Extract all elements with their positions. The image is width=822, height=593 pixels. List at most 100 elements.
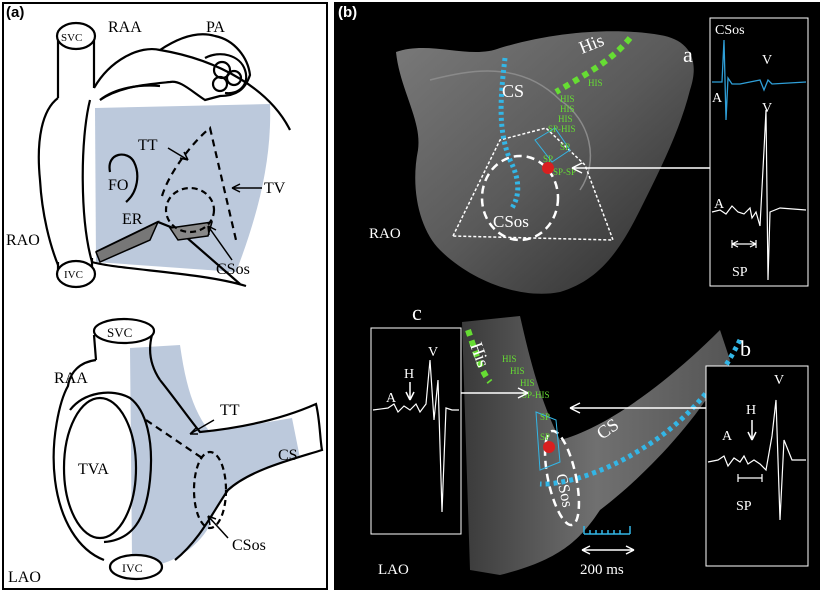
rao-csos-arrow	[207, 225, 233, 261]
rao-point-label: SP-SP	[553, 167, 576, 177]
lao-raa-shape	[52, 358, 105, 562]
rao-point-label: SP-HIS	[548, 124, 576, 134]
lao-ivc-label: IVC	[122, 561, 143, 575]
lao-point-labels: HIS HIS HIS SP-HIS SP SP	[502, 354, 550, 442]
lao-csos-dashed-outline	[543, 429, 581, 527]
rao-tt-arrow	[167, 147, 189, 161]
rao-heart-fold	[429, 70, 592, 191]
lao-tt-arrow	[189, 419, 215, 435]
rao-pa-ring-3	[211, 75, 229, 93]
lao-csos-dashed	[192, 450, 228, 530]
egm-a-v-label: V	[762, 53, 772, 68]
egm-c-h-label: H	[404, 367, 414, 382]
rao-cs-label: CS	[502, 81, 524, 101]
rao-cs-catheter	[498, 57, 521, 210]
egm-box-a: CSos A V A V SP	[709, 17, 809, 287]
marker-a: a	[683, 42, 693, 67]
egm-b-a-label: A	[722, 429, 733, 444]
marker-b: b	[740, 336, 751, 361]
lao-point-label: SP	[540, 432, 550, 442]
scale-arrow	[581, 545, 635, 555]
rao-er-label: ER	[122, 211, 143, 228]
lao-text: SVC RAA TT TVA CS CSos LAO IVC	[8, 325, 298, 586]
rao-point-label: HIS	[560, 94, 575, 104]
egm-b-sp-bracket	[737, 474, 763, 482]
rao-csos-dashed-outline	[480, 154, 560, 242]
rao-pa-label: PA	[206, 19, 225, 36]
lao-ablation-point	[543, 441, 555, 453]
rao-text: SVC RAA PA TT FO TV ER CSos RAO IVC	[6, 19, 286, 281]
lao-cs-label: CS	[278, 447, 298, 464]
lao-tt-label: TT	[220, 402, 240, 419]
scale-ticks	[583, 526, 631, 535]
lao-blue-contour	[535, 411, 561, 471]
panel-b-label: (b)	[338, 4, 358, 21]
rao-ivc-ellipse	[55, 259, 97, 289]
egm-c-a-label: A	[386, 391, 397, 406]
lao-blue-region	[130, 345, 300, 564]
rao-er-shading	[95, 220, 160, 263]
rao-raa-label: RAA	[108, 19, 142, 36]
lao-point-label: HIS	[520, 378, 535, 388]
egm-box-b: A H V SP	[705, 365, 809, 567]
rao-tt-label: TT	[138, 137, 158, 154]
egm-b-h-arrow	[747, 420, 757, 441]
lao-pointer-arrow-b	[569, 402, 706, 414]
rao-point-label: SP	[543, 154, 553, 164]
rao-right-contour	[99, 48, 291, 131]
rao-tv-label: TV	[264, 180, 286, 197]
lao-csos-map-label: CSos	[552, 472, 576, 509]
rao-point-label: HIS	[588, 78, 603, 88]
rao-diagram	[37, 21, 291, 289]
lao-raa-label: RAA	[54, 370, 88, 387]
lao-his-catheter	[465, 329, 493, 384]
egm-c-h-arrow	[405, 382, 415, 401]
egm-a-a-label: A	[712, 91, 723, 106]
rao-pointer-arrow	[571, 162, 712, 174]
egm-box-c: A H V	[370, 327, 462, 535]
rao-raa-shape	[93, 33, 252, 102]
rao-his-catheter	[554, 36, 633, 95]
egm-a-sp-bracket	[731, 240, 757, 248]
lao-point-label: SP-HIS	[522, 390, 550, 400]
rao-ablation-point	[542, 162, 554, 174]
rao-pa-shape	[204, 53, 248, 95]
lao-point-label: HIS	[502, 354, 517, 364]
egm-b-sp-label: SP	[736, 499, 752, 514]
lao-tva-label: TVA	[78, 461, 109, 478]
rao-svc-vessel	[56, 38, 96, 98]
lao-3d-map	[462, 316, 743, 575]
rao-point-label: HIS	[558, 114, 573, 124]
lao-svc-vessel	[92, 334, 161, 381]
lao-csos-label: CSos	[232, 537, 266, 554]
lao-pointer-arrow-c	[460, 387, 529, 399]
rao-ivc-label: IVC	[64, 269, 83, 281]
egm-b-h-label: H	[746, 403, 756, 418]
marker-c: c	[412, 300, 422, 325]
egm-b-trace	[707, 399, 806, 521]
lao-body-outline	[159, 379, 324, 561]
egm-a-trace-sp	[711, 109, 807, 281]
egm-a-v2-label: V	[762, 101, 772, 116]
egm-a-title: CSos	[715, 23, 745, 38]
rao-csos-label: CSos	[216, 261, 250, 278]
lao-heart-surface	[462, 316, 730, 575]
lao-tva-ellipse	[62, 396, 138, 540]
rao-csos-dashed	[164, 186, 216, 234]
rao-point-label: HIS	[560, 104, 575, 114]
egm-c-v-label: V	[428, 345, 438, 360]
lao-ivc-ellipse	[108, 553, 164, 581]
egm-a-a2-label: A	[714, 197, 725, 212]
rao-3d-map	[396, 31, 694, 294]
rao-fo-label: FO	[108, 177, 128, 194]
rao-view-map-label: RAO	[369, 226, 401, 242]
egm-b-v-label: V	[774, 373, 784, 388]
lao-svc-label: SVC	[107, 325, 132, 340]
rao-tt-dashed	[160, 126, 238, 241]
rao-blue-contour	[534, 127, 571, 163]
scale-bar: 200 ms	[580, 526, 635, 578]
rao-atrium-outline	[37, 97, 94, 266]
rao-point-labels: HIS HIS HIS HIS SP-HIS SP SP SP-SP	[543, 78, 603, 177]
egm-c-trace	[372, 359, 459, 513]
